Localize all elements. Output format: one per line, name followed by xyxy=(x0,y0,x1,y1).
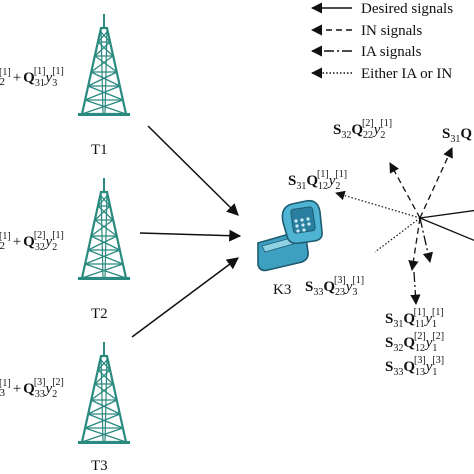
arrow-ia-down xyxy=(419,217,433,264)
receiver-k3-label: K3 xyxy=(273,282,291,298)
tx-expression-t2: 2[1]+Q32[2]y2[1] xyxy=(0,230,64,253)
term-s31-q: S31Q xyxy=(442,126,472,145)
tower-t1-icon xyxy=(76,12,132,118)
term-s31-q12-y2: S31Q12[1]y2[1] xyxy=(288,169,347,192)
term-s32-q22-y2: S32Q22[2]y2[1] xyxy=(333,118,392,141)
svg-text:2[1]+Q31[1]y3[1]: 2[1]+Q31[1]y3[1] xyxy=(0,66,64,89)
arrow-in-upright xyxy=(419,147,453,219)
svg-text:S31Q12[1]y2[1]: S31Q12[1]y2[1] xyxy=(288,169,347,192)
arrow-t2-to-k3 xyxy=(139,229,242,242)
phone-k3-icon xyxy=(257,199,323,272)
svg-text:S32Q22[2]y2[1]: S32Q22[2]y2[1] xyxy=(333,118,392,141)
svg-text:S33Q23[3]y3[1]: S33Q23[3]y3[1] xyxy=(305,275,364,298)
tx-expression-t3: 3[1]+Q33[3]y2[2] xyxy=(0,377,64,400)
legend-label-in: IN signals xyxy=(361,23,422,39)
arrow-t3-to-k3 xyxy=(131,257,239,338)
tower-t2-icon xyxy=(76,176,132,282)
svg-text:S33Q13[3]y1[3]: S33Q13[3]y1[3] xyxy=(385,355,444,378)
arrow-in-down xyxy=(408,217,421,272)
legend-label-ia: IA signals xyxy=(361,44,422,60)
signal-space-arrows xyxy=(335,147,474,306)
arrow-either-lowleft xyxy=(374,217,421,253)
legend-label-desired: Desired signals xyxy=(361,1,453,17)
tx-expression-t1: 2[1]+Q31[1]y3[1] xyxy=(0,66,64,89)
arrow-t1-to-k3 xyxy=(147,125,239,216)
svg-text:S31Q11[1]y1[1]: S31Q11[1]y1[1] xyxy=(385,307,444,330)
tower-t2-label: T2 xyxy=(91,306,108,322)
arrow-right-low xyxy=(419,217,474,242)
svg-text:2[1]+Q32[2]y2[1]: 2[1]+Q32[2]y2[1] xyxy=(0,230,64,253)
term-s33-q13-y1: S33Q13[3]y1[3] xyxy=(385,355,444,378)
arrow-right xyxy=(419,209,474,219)
arrow-either-left xyxy=(335,190,421,219)
term-s33-q23-y3: S33Q23[3]y3[1] xyxy=(305,275,364,298)
tower-t3-label: T3 xyxy=(91,458,108,474)
arrow-in-up xyxy=(389,162,421,219)
svg-text:S32Q12[2]y1[2]: S32Q12[2]y1[2] xyxy=(385,331,444,354)
legend-label-either: Either IA or IN xyxy=(361,66,452,82)
term-s32-q12-y1: S32Q12[2]y1[2] xyxy=(385,331,444,354)
svg-text:3[1]+Q33[3]y2[2]: 3[1]+Q33[3]y2[2] xyxy=(0,377,64,400)
legend: Desired signals IN signals IA signals Ei… xyxy=(310,1,453,82)
term-s31-q11-y1: S31Q11[1]y1[1] xyxy=(385,307,444,330)
arrow-ia-down-long xyxy=(410,271,421,306)
svg-text:S31Q: S31Q xyxy=(442,126,472,145)
tower-t1-label: T1 xyxy=(91,142,108,158)
tower-t3-icon xyxy=(76,340,132,446)
